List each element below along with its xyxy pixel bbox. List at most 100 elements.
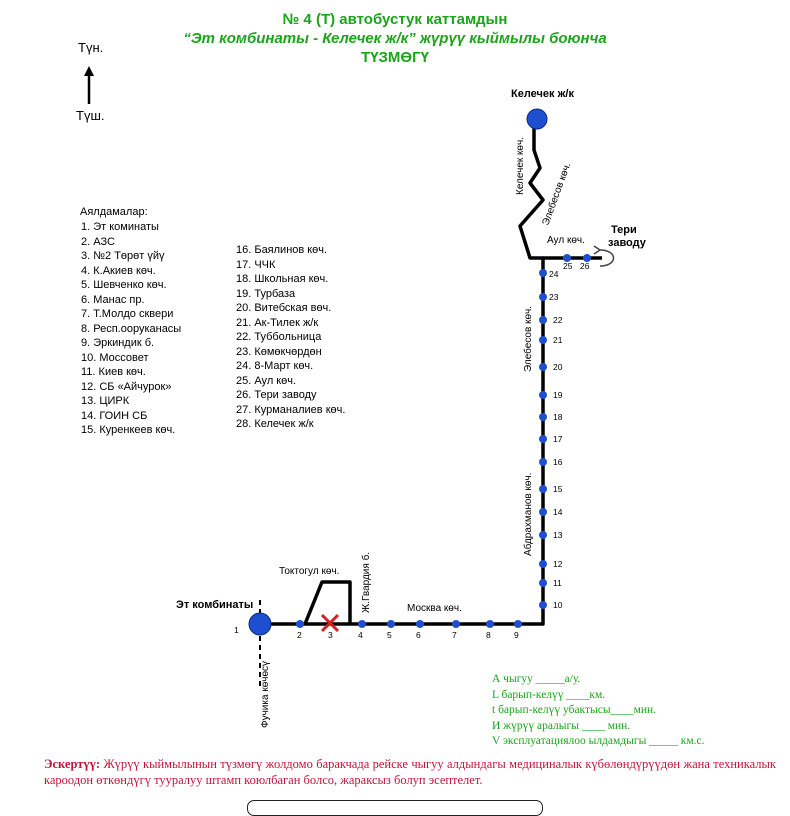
stop-item: 23. Көмөкчөрдөн <box>236 345 322 358</box>
terminal-start-marker <box>248 612 272 636</box>
leather-factory-label-line-2: заводу <box>608 237 647 249</box>
stop-number: 15 <box>553 484 563 494</box>
stop-item: 7. Т.Молдо сквери <box>81 308 174 320</box>
turnaround-icon <box>593 245 615 267</box>
stop-item: 15. Куренкеев көч. <box>81 424 176 436</box>
stop-item: 27. Курманалиев көч. <box>236 403 346 416</box>
stop-number: 4 <box>358 630 363 640</box>
form-line-speed: V эксплуатациялоо ылдамдыгы _____ км.с. <box>492 735 705 747</box>
bottom-frame <box>247 800 543 816</box>
stop-marker-8 <box>486 620 494 628</box>
stop-item: 1. Эт коминаты <box>81 221 159 233</box>
stop-marker-19 <box>539 391 547 399</box>
terminal-end-marker <box>526 108 548 130</box>
closed-section-cross-icon <box>320 613 340 633</box>
stop-number: 13 <box>553 530 563 540</box>
trip-parameters-form: А чыгуу _____а/у. L барып-келүү ____км. … <box>492 672 705 750</box>
stop-marker-11 <box>539 579 547 587</box>
stop-number: 24 <box>549 269 559 279</box>
stop-marker-24 <box>539 269 547 277</box>
stop-item: 11. Киев көч. <box>81 366 146 378</box>
stop-number: 11 <box>553 578 562 588</box>
title-line-1: № 4 (Т) автобустук каттамдын <box>282 11 508 28</box>
stop-marker-25 <box>563 254 571 262</box>
form-line-trip-time: t барып-келүү убактысы____мин. <box>492 704 657 716</box>
toktogul-detour-line <box>303 580 352 625</box>
stop-item: 18. Школьная көч. <box>236 273 329 285</box>
stop-item: 8. Респ.ооруканасы <box>81 322 182 335</box>
stop-item: 21. Ак-Тилек ж/к <box>236 316 319 329</box>
note-paragraph: Эскертүү: Жүрүү кыймылынын түзмөгү жолдо… <box>44 756 776 788</box>
stop-number: 7 <box>452 630 457 640</box>
stop-marker-15 <box>539 485 547 493</box>
stop-number: 20 <box>553 362 563 372</box>
stop-marker-22 <box>539 316 547 324</box>
stop-number: 2 <box>297 630 302 640</box>
stops-list-column-1: 1. Эт коминаты 2. АЗС 3. №2 Төрөт үйү 4.… <box>81 220 181 438</box>
form-line-departure: А чыгуу _____а/у. <box>492 673 581 685</box>
stop-marker-17 <box>539 435 547 443</box>
stop-item: 3. №2 Төрөт үйү <box>81 250 165 262</box>
stop-number: 14 <box>553 507 563 517</box>
stop-number: 22 <box>553 315 563 325</box>
street-label-guard: Ж.Гвардия б. <box>360 552 372 613</box>
title-line-2: “Эт комбинаты - Келечек ж/к” жүрүү кыймы… <box>183 30 607 47</box>
stop-number: 26 <box>580 261 590 271</box>
stop-number: 5 <box>387 630 392 640</box>
stop-number: 18 <box>553 412 563 422</box>
stop-number: 23 <box>549 292 559 302</box>
stop-marker-18 <box>539 413 547 421</box>
stop-item: 6. Манас пр. <box>81 293 145 306</box>
stops-list-column-2: 16. Баялинов көч. 17. ЧЧК 18. Школьная к… <box>236 243 345 432</box>
stop-number: 8 <box>486 630 491 640</box>
stop-item: 10. Моссовет <box>81 351 149 364</box>
stop-item: 19. Турбаза <box>236 287 296 300</box>
note-label: Эскертүү: <box>44 757 101 771</box>
stop-item: 12. СБ «Айчурок» <box>81 380 172 393</box>
stop-item: 4. К.Акиев көч. <box>81 264 156 277</box>
north-arrow-icon <box>84 66 94 104</box>
stop-item: 14. ГОИН СБ <box>81 409 148 422</box>
stop-marker-13 <box>539 531 547 539</box>
street-label-fuchika: Фучика көчөсү <box>260 661 271 728</box>
stop-marker-5 <box>387 620 395 628</box>
stop-marker-10 <box>539 601 547 609</box>
street-label-kelechek: Келечек көч. <box>515 137 526 195</box>
form-line-interval: И жүрүү аралыгы ____ мин. <box>492 719 631 732</box>
stop-number: 19 <box>553 390 563 400</box>
compass-north-label: Түн. <box>78 40 104 55</box>
form-line-distance: L барып-келүү ____км. <box>492 688 606 701</box>
stop-item: 24. 8-Март көч. <box>236 360 314 372</box>
stop-item: 28. Келечек ж/к <box>236 418 314 430</box>
title-line-3: ТҮЗМӨГҮ <box>361 49 429 66</box>
stop-item: 25. Аул көч. <box>236 374 297 387</box>
compass-south-label: Түш. <box>76 108 105 123</box>
stop-marker-23 <box>539 293 547 301</box>
stop-marker-14 <box>539 508 547 516</box>
street-label-aul: Аул көч. <box>547 235 585 246</box>
stop-number: 25 <box>563 261 573 271</box>
stop-number: 9 <box>514 630 519 640</box>
stops-header: Аялдамалар: <box>80 206 148 218</box>
stop-item: 9. Эркиндик б. <box>81 337 155 349</box>
stop-item: 22. Туббольница <box>236 331 322 343</box>
stop-item: 26. Тери заводу <box>236 389 317 401</box>
terminal-start-label: Эт комбинаты <box>176 599 253 611</box>
stop-item: 5. Шевченко көч. <box>81 279 167 291</box>
stop-marker-16 <box>539 458 547 466</box>
stop-marker-26 <box>583 254 591 262</box>
stop-marker-7 <box>452 620 460 628</box>
stop-item: 2. АЗС <box>81 235 115 248</box>
stop-marker-4 <box>358 620 366 628</box>
stop-item: 13. ЦИРК <box>81 395 130 407</box>
street-label-moscow: Москва көч. <box>407 603 462 614</box>
stop-number: 21 <box>553 335 563 345</box>
stop-item: 17. ЧЧК <box>236 258 276 271</box>
stop-number: 10 <box>553 600 563 610</box>
terminal-end-label: Келечек ж/к <box>511 88 574 100</box>
stop-item: 20. Витебская вөч. <box>236 302 332 314</box>
street-label-toktogul: Токтогул көч. <box>279 566 339 577</box>
street-label-abdrakhmanov: Абдрахманов көч. <box>522 473 534 556</box>
street-label-elebesov-upper: Элебесов көч. <box>540 161 574 227</box>
